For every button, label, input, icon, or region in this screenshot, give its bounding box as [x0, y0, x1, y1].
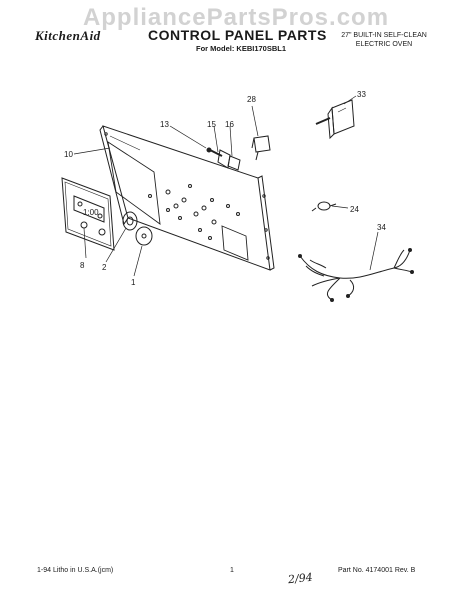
brand-logo: KitchenAid [35, 28, 101, 43]
callout-2: 2 [102, 263, 107, 272]
leader-lines [73, 95, 379, 277]
footer-litho: 1-94 Litho in U.S.A.(jcm) [37, 567, 114, 574]
bracket-part [251, 135, 271, 161]
description-line-2: ELECTRIC OVEN [355, 41, 413, 48]
callout-13: 13 [160, 120, 169, 129]
watermark: AppliancePartsPros.com [82, 4, 390, 31]
callout-10: 10 [64, 150, 73, 159]
callout-24: 24 [350, 205, 359, 214]
callout-1: 1 [131, 278, 136, 287]
ring-part [122, 211, 138, 231]
wire-harness-part [298, 248, 414, 302]
control-panel-part [99, 125, 275, 271]
knob-part [135, 226, 153, 246]
callout-16: 16 [225, 120, 234, 129]
switch-part [315, 99, 355, 140]
callout-15: 15 [207, 120, 216, 129]
display-bezel-part: 1:00 [61, 177, 115, 251]
callout-28: 28 [247, 95, 256, 104]
description-line-1: 27" BUILT-IN SELF-CLEAN [341, 32, 427, 39]
callout-33: 33 [357, 90, 366, 99]
part-number: Part No. 4174001 Rev. B [338, 567, 416, 574]
callout-8: 8 [80, 261, 85, 270]
connector-part [311, 201, 337, 212]
page-title: CONTROL PANEL PARTS [148, 27, 327, 43]
model-number: For Model: KEBI170SBL1 [196, 44, 287, 53]
screw-part [206, 147, 223, 157]
callout-34: 34 [377, 223, 386, 232]
clip-part [217, 149, 241, 171]
handwritten-date: 2/94 [287, 570, 314, 587]
product-description: 27" BUILT-IN SELF-CLEAN ELECTRIC OVEN [336, 31, 432, 49]
display-readout: 1:00 [83, 208, 99, 217]
page-number: 1 [230, 567, 234, 574]
